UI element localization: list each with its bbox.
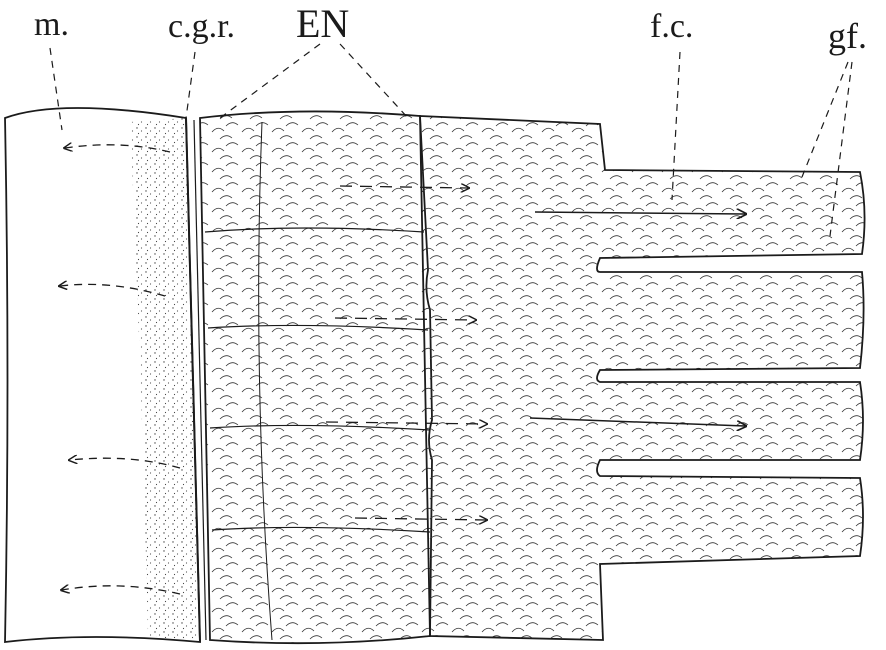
- column-mass: [420, 116, 865, 640]
- stippled-band: [130, 118, 200, 642]
- endoderm-block: [200, 111, 432, 643]
